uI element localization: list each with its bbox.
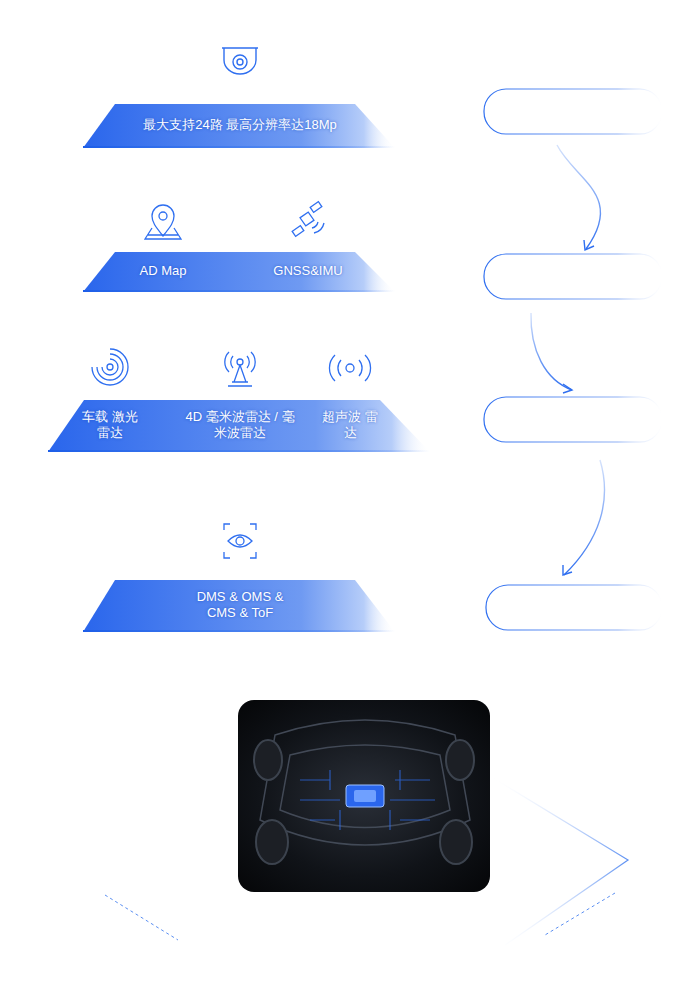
band-fill	[83, 104, 395, 148]
sensor-band: 最大支持24路 最高分辨率达18Mp	[83, 104, 395, 148]
lidar-icon	[92, 349, 128, 385]
map-icon	[145, 205, 181, 239]
band-label: AD Map	[108, 263, 218, 279]
arrow-head	[563, 240, 594, 575]
ultrasonic-icon	[329, 355, 370, 381]
band-label: 超声波 雷达	[322, 409, 378, 441]
radar-icon	[225, 352, 255, 386]
band-shape	[83, 252, 395, 292]
band-label: 最大支持24路 最高分辨率达18Mp	[105, 117, 375, 133]
band-baseline	[48, 450, 430, 452]
band-baseline	[83, 146, 395, 148]
band-fill	[83, 252, 395, 292]
flow-arrow	[531, 145, 605, 575]
band-baseline	[83, 290, 395, 292]
car-image	[238, 700, 490, 892]
camera-icon	[222, 48, 258, 74]
sensor-band: 车载 激光雷达 4D 毫米波雷达 / 毫米波雷达超声波 雷达	[48, 400, 430, 452]
eye-icon	[224, 524, 256, 558]
band-label: GNSS&IMU	[253, 263, 363, 279]
band-fill	[83, 580, 395, 632]
sensor-band: AD Map GNSS&IMU	[83, 252, 395, 292]
step-pill	[484, 89, 662, 630]
sensor-band: DMS & OMS & CMS & ToF	[83, 580, 395, 632]
band-baseline	[83, 630, 395, 632]
band-fill	[48, 400, 430, 452]
band-label: 车载 激光雷达	[78, 409, 142, 441]
band-label: DMS & OMS & CMS & ToF	[188, 589, 292, 621]
band-label: 4D 毫米波雷达 / 毫米波雷达	[182, 409, 298, 441]
satellite-icon	[292, 202, 324, 237]
